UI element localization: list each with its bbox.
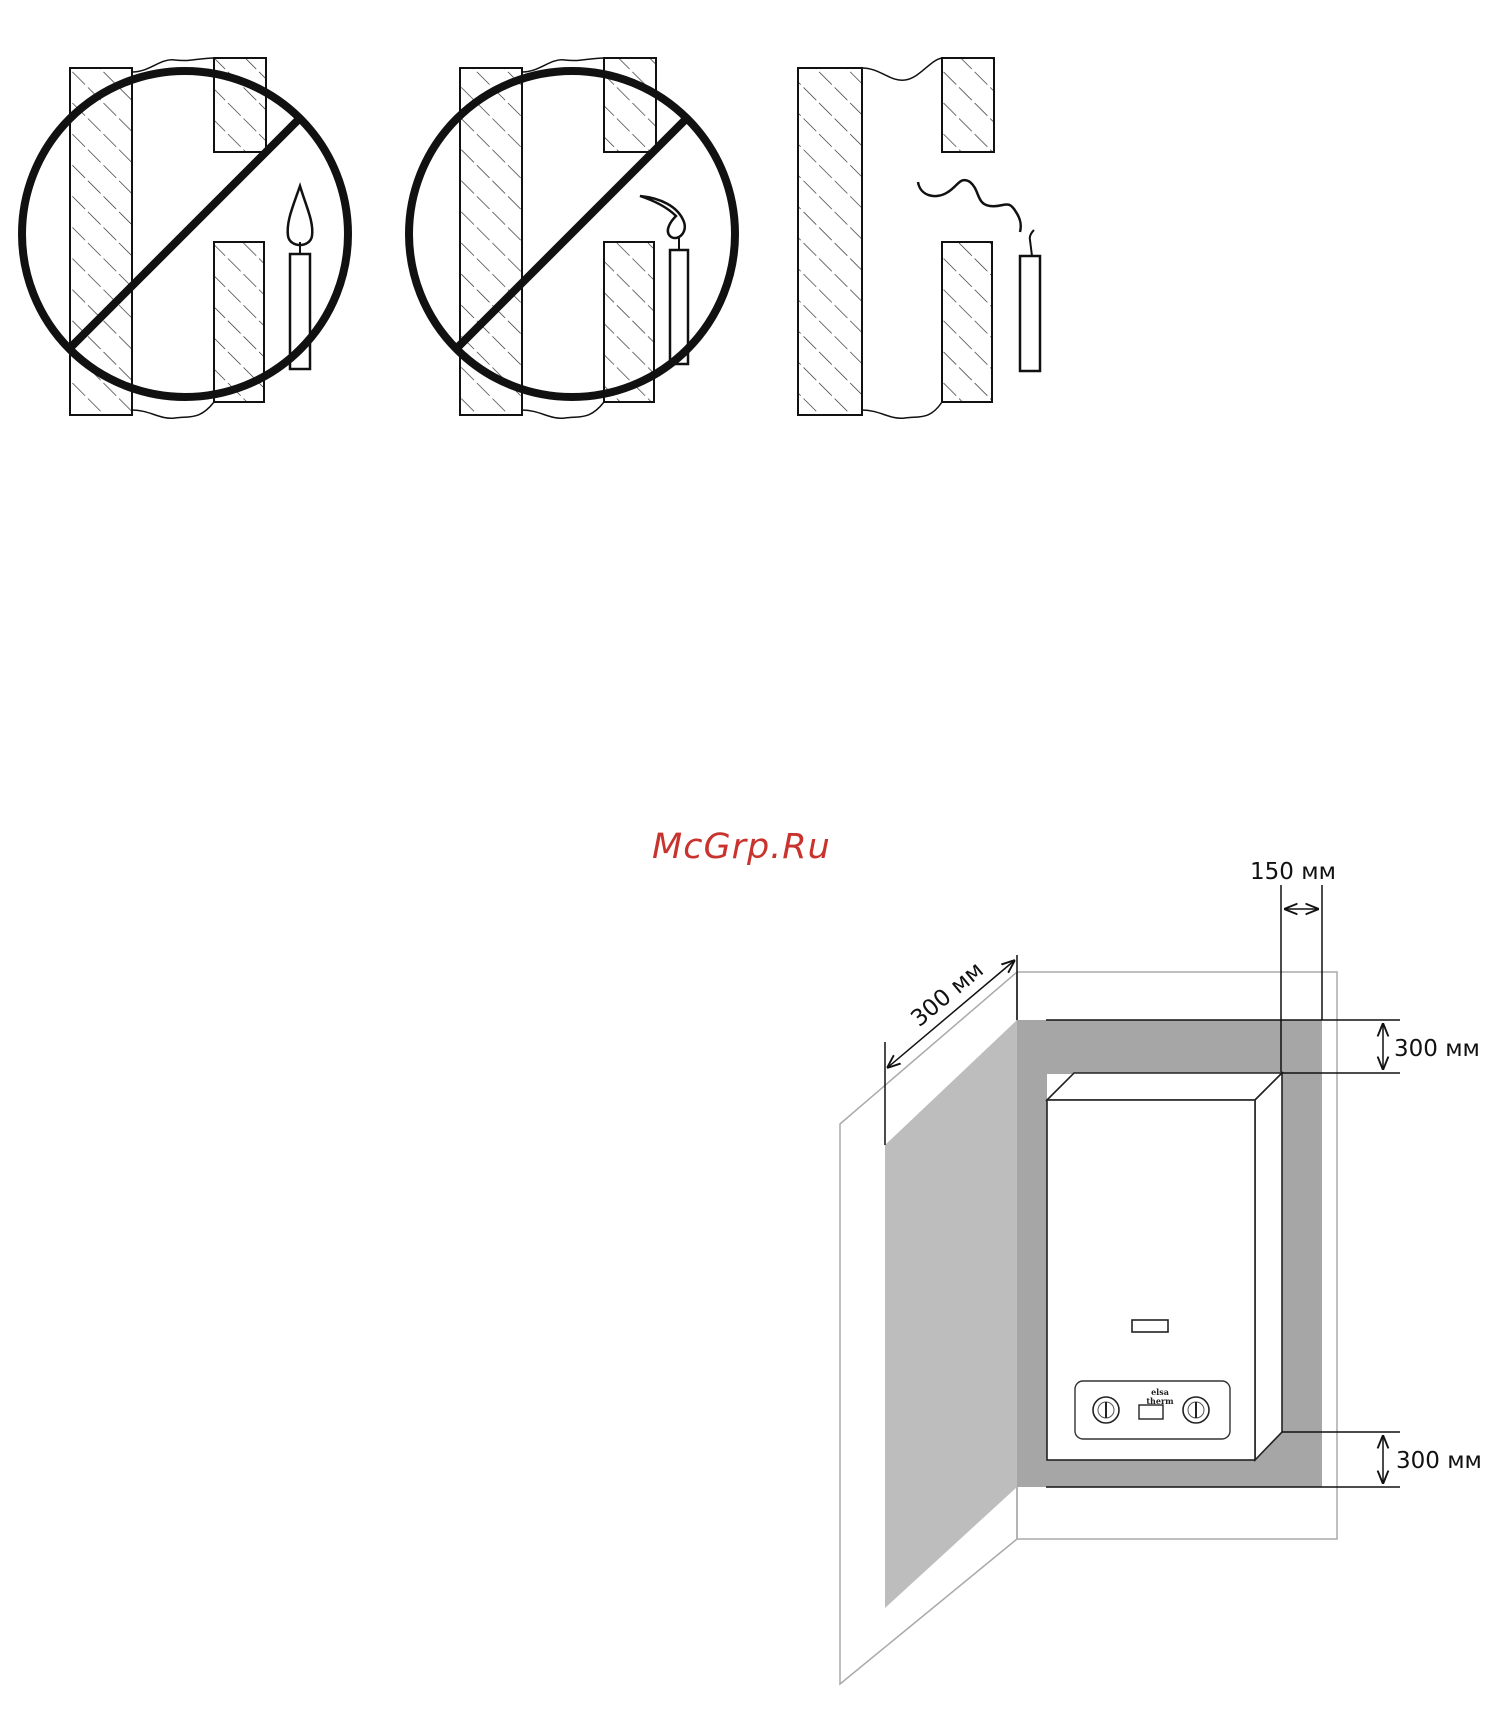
- dimension-label-depth: 300 мм: [906, 957, 989, 1032]
- dimension-label-side: 150 мм: [1250, 859, 1336, 885]
- clearance-diagram: elsa therm 150 мм 3: [840, 859, 1482, 1684]
- flame-bent: [640, 196, 685, 238]
- watermark-text: McGrp.Ru: [652, 822, 902, 872]
- draft-test-panel-3: [798, 58, 1040, 418]
- heater-side: [1255, 1073, 1282, 1460]
- draft-test-panel-1: [22, 58, 348, 418]
- flue-break-line-bottom: [522, 402, 604, 418]
- prohibited-sign-icon: [409, 71, 735, 397]
- flame-upright: [288, 186, 313, 245]
- knob-right-icon: [1183, 1397, 1209, 1423]
- draft-test-panel-2: [409, 58, 735, 418]
- water-heater: elsa therm: [1047, 1073, 1282, 1460]
- side-clearance-zone: [885, 1020, 1017, 1608]
- candle-wick: [1030, 230, 1034, 256]
- candle: [1020, 230, 1040, 371]
- heater-top: [1047, 1073, 1282, 1100]
- flue-break-line-bottom: [132, 402, 214, 418]
- chimney-right-wall-lower: [942, 242, 992, 402]
- dimension-label-top: 300 мм: [1394, 1036, 1480, 1062]
- flue-break-line: [862, 58, 942, 80]
- smoke-wisp: [918, 180, 1021, 232]
- dimension-label-bottom: 300 мм: [1396, 1448, 1482, 1474]
- chimney-left-wall: [798, 68, 862, 415]
- knob-left-icon: [1093, 1397, 1119, 1423]
- chimney-right-wall-upper: [942, 58, 994, 152]
- flue-break-line-bottom: [862, 402, 942, 418]
- indicator-window: [1139, 1405, 1163, 1419]
- heater-display-window: [1132, 1320, 1168, 1332]
